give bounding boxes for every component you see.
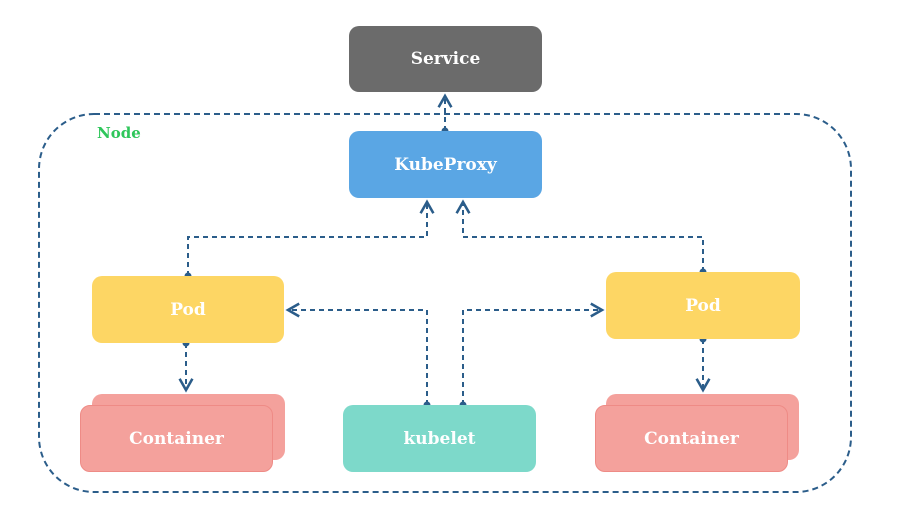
pod-right-box[interactable]: Pod	[606, 272, 800, 339]
node-label: Node	[97, 124, 141, 142]
container-left-box[interactable]: Container	[80, 405, 273, 472]
service-box[interactable]: Service	[349, 26, 542, 92]
kubeproxy-box[interactable]: KubeProxy	[349, 131, 542, 198]
kubeproxy-label: KubeProxy	[394, 154, 497, 175]
container-right-label: Container	[644, 428, 739, 449]
connector-kubelet-pod-left	[285, 302, 428, 405]
pod-left-label: Pod	[170, 299, 206, 320]
kubelet-box[interactable]: kubelet	[343, 405, 536, 472]
pod-left-box[interactable]: Pod	[92, 276, 284, 343]
kubelet-label: kubelet	[403, 428, 476, 449]
connector-kubelet-pod-right	[462, 302, 605, 405]
pod-right-label: Pod	[685, 295, 721, 316]
node-boundary	[38, 113, 852, 493]
connector-pod-right-kubeproxy	[455, 199, 704, 272]
connector-pod-left-kubeproxy	[187, 199, 435, 276]
service-label: Service	[410, 49, 481, 69]
container-right-box[interactable]: Container	[595, 405, 788, 472]
container-left-label: Container	[129, 428, 224, 449]
